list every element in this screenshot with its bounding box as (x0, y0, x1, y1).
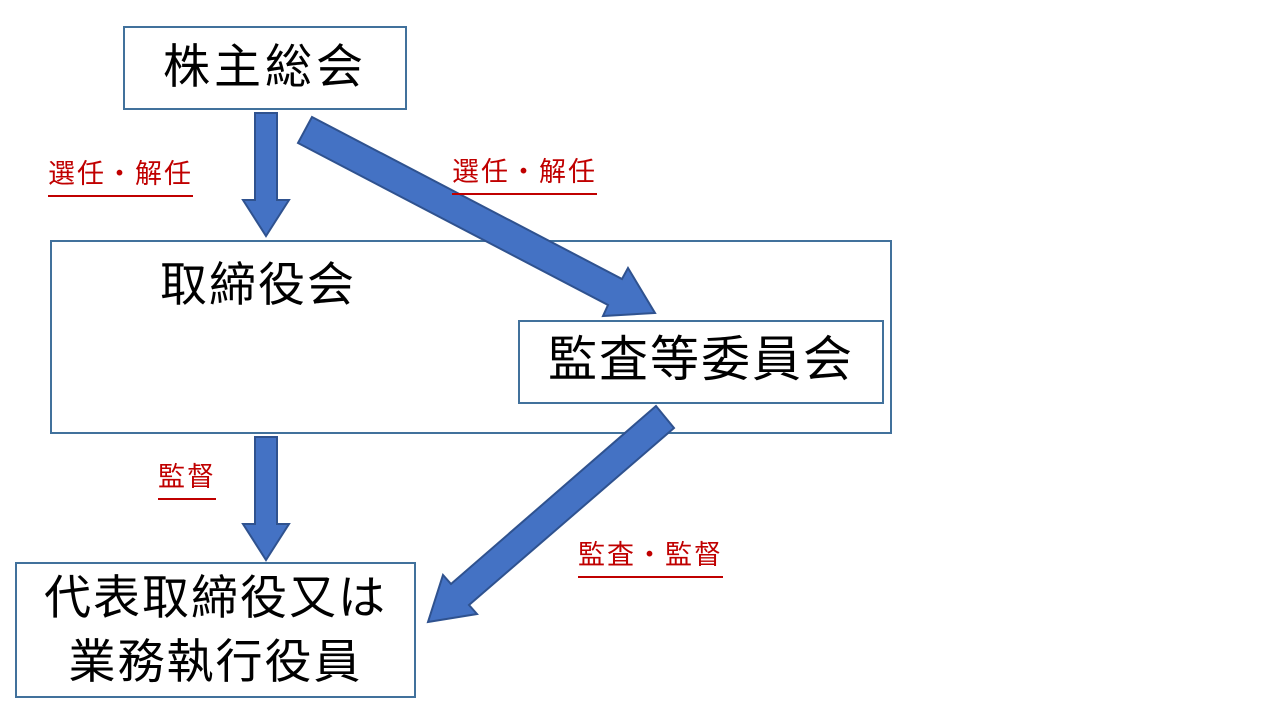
edge-label-audit-supervise: 監査・監督 (578, 533, 723, 578)
arrow-shareholders-to-board (241, 112, 291, 238)
shareholders-meeting-label: 株主総会 (163, 40, 367, 93)
box-shareholders-meeting: 株主総会 (123, 26, 407, 110)
arrow-audit-committee-to-executives (426, 404, 676, 624)
edge-label-appoint-dismiss-left: 選任・解任 (48, 152, 193, 197)
box-executives: 代表取締役又は 業務執行役員 (15, 562, 416, 698)
board-of-directors-label: 取締役会 (160, 258, 356, 311)
audit-committee-label: 監査等委員会 (547, 333, 854, 387)
executives-label-line2: 業務執行役員 (68, 635, 363, 688)
edge-label-supervise: 監督 (158, 455, 216, 500)
edge-label-appoint-dismiss-right: 選任・解任 (452, 150, 597, 195)
arrow-board-to-executives (241, 436, 291, 562)
executives-label: 代表取締役又は 業務執行役員 (17, 564, 414, 694)
box-audit-committee: 監査等委員会 (518, 320, 884, 404)
executives-label-line1: 代表取締役又は (44, 571, 387, 624)
